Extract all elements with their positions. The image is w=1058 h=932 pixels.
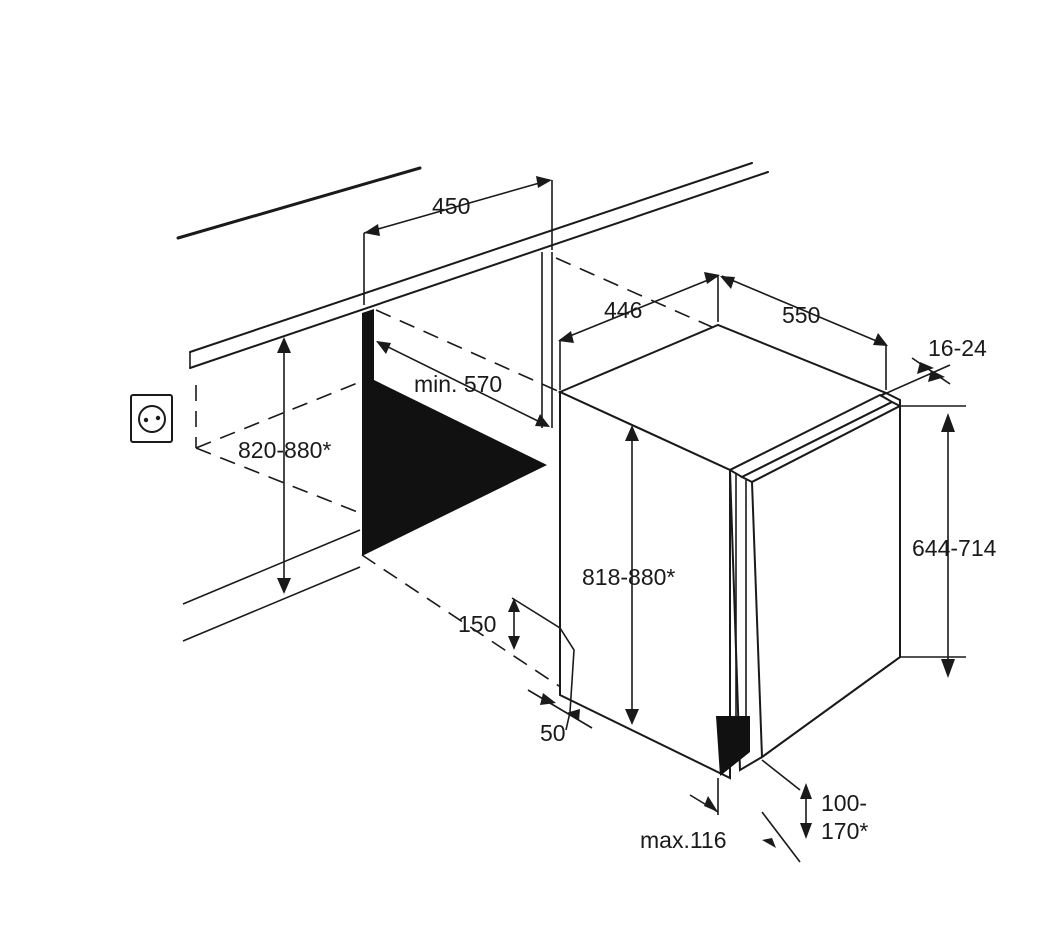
dimension-820-880 (277, 337, 291, 594)
label-446: 446 (604, 297, 642, 323)
label-150: 150 (458, 611, 496, 637)
dimension-16-24 (879, 357, 951, 397)
dimension-550 (720, 275, 888, 390)
label-50: 50 (540, 720, 566, 746)
dimension-644-714 (900, 405, 966, 678)
dimension-450 (363, 176, 553, 305)
label-820-880: 820-880* (238, 437, 331, 463)
dimension-max-116 (689, 759, 801, 863)
label-max-116: max.116 (640, 827, 727, 853)
dimension-818-880 (625, 425, 639, 725)
power-socket-icon (130, 394, 173, 443)
dimension-labels: 450 446 550 16-24 min. 570 820-880* 818-… (238, 193, 997, 853)
label-644-714: 644-714 (912, 535, 997, 561)
label-450: 450 (432, 193, 470, 219)
niche-side-panel (362, 309, 547, 556)
dimension-min-570 (376, 341, 550, 427)
niche-outline (195, 252, 713, 691)
label-100: 100- (821, 790, 867, 816)
worktop (176, 162, 769, 369)
plinth-notch-profile (511, 597, 575, 731)
label-16-24: 16-24 (928, 335, 987, 361)
label-min-570: min. 570 (414, 371, 502, 397)
dimension-50 (527, 689, 593, 729)
dimension-100-170 (800, 783, 812, 839)
floor-lines (182, 529, 361, 642)
label-170: 170* (821, 818, 868, 844)
label-818-880: 818-880* (582, 564, 675, 590)
dimension-150 (508, 598, 520, 650)
label-550: 550 (782, 302, 820, 328)
dimension-446 (558, 272, 720, 390)
